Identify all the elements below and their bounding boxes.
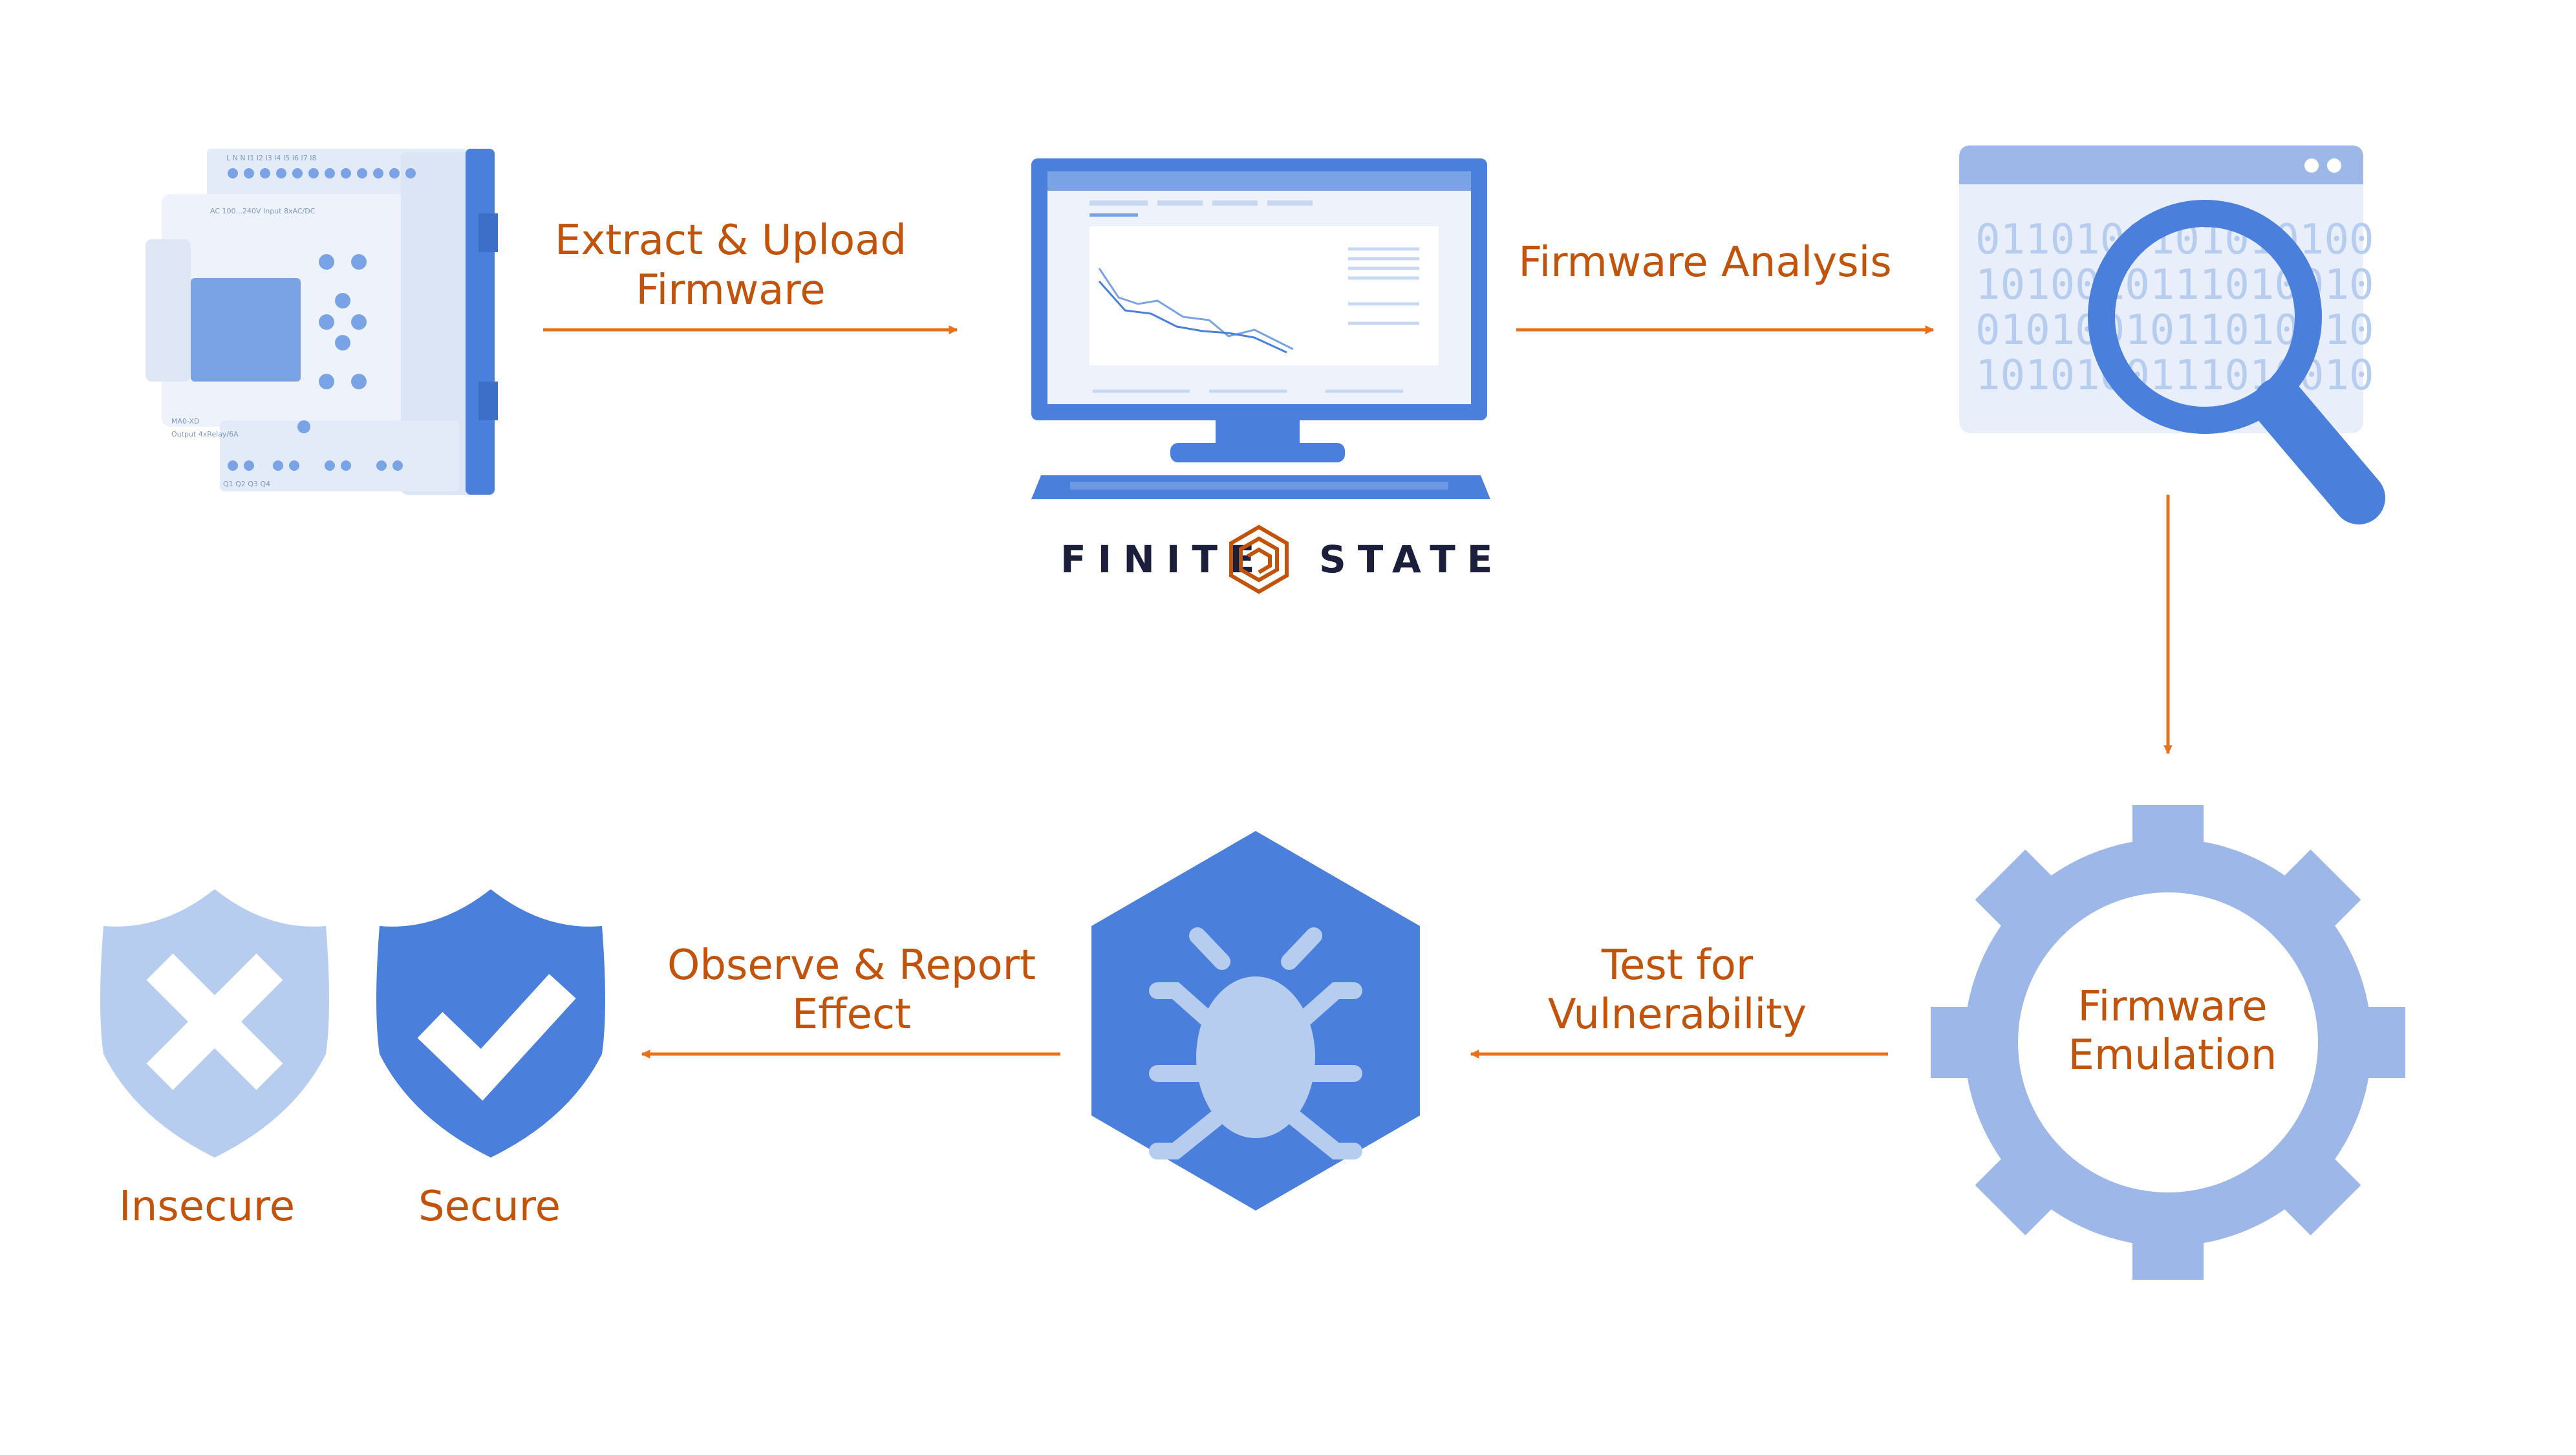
gear-icon	[1931, 805, 2405, 1280]
magnifier-binary-icon: 0110100101010100 1010010111010010 010100…	[1959, 146, 2385, 524]
binary-line-4: 1010100111010010	[1975, 352, 2374, 400]
bug-hexagon-icon	[1091, 831, 1420, 1211]
label-firmware-emulation-2: Emulation	[2068, 1031, 2277, 1079]
label-insecure: Insecure	[119, 1183, 295, 1231]
label-firmware-emulation-1: Firmware	[2077, 983, 2267, 1031]
shield-check-icon	[376, 889, 605, 1158]
label-extract-upload-2: Firmware	[636, 266, 825, 314]
label-secure: Secure	[418, 1183, 561, 1231]
label-extract-upload-1: Extract & Upload	[555, 217, 907, 264]
device-top-terminals: L N N I1 I2 I3 I4 I5 I6 I7 I8	[226, 154, 317, 162]
device-bottom-terminals: Q1 Q2 Q3 Q4	[223, 480, 270, 488]
plc-device-icon: L N N I1 I2 I3 I4 I5 I6 I7 I8 AC 100...2…	[145, 149, 498, 495]
finite-state-brand: FINITE STATE	[1060, 524, 1504, 594]
device-spec: AC 100...240V Input 8xAC/DC	[210, 207, 316, 215]
device-model: MA0-XD	[171, 417, 199, 426]
brand-state: STATE	[1319, 537, 1504, 581]
label-observe-report-2: Effect	[792, 991, 911, 1039]
brand-finite: FINITE	[1060, 537, 1267, 581]
label-test-vulnerability-2: Vulnerability	[1548, 991, 1807, 1039]
label-test-vulnerability-1: Test for	[1601, 942, 1754, 989]
label-observe-report-1: Observe & Report	[667, 942, 1036, 989]
device-output: Output 4xRelay/6A	[171, 430, 239, 438]
computer-monitor-icon	[1031, 158, 1490, 499]
label-firmware-analysis: Firmware Analysis	[1518, 239, 1891, 286]
flow-arrows	[543, 325, 2173, 1059]
shield-x-icon	[100, 889, 329, 1158]
finite-state-logo-icon	[1229, 524, 1289, 594]
